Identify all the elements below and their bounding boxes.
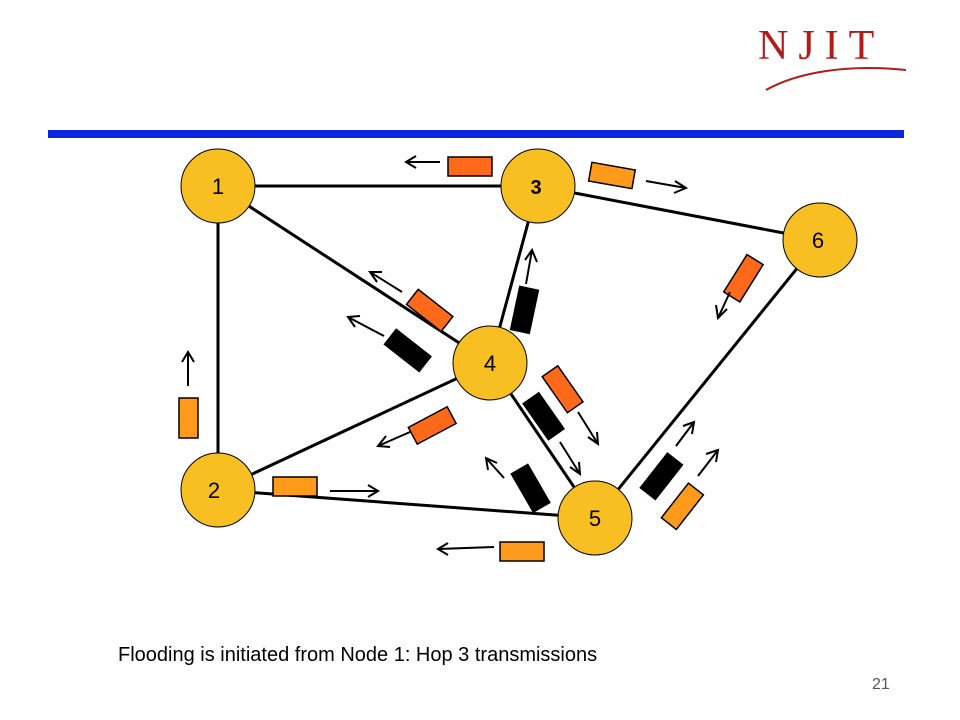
njit-logo: NJIT xyxy=(758,20,908,92)
node-1[interactable]: 1 xyxy=(180,148,256,224)
node-label-6: 6 xyxy=(812,228,824,253)
node-label-3: 3 xyxy=(530,177,541,199)
packet-2-to-5 xyxy=(272,476,318,497)
packet-4-to-1-black xyxy=(383,328,432,373)
arrow-icon xyxy=(368,271,403,293)
arrow-icon xyxy=(715,291,731,321)
arrow-icon xyxy=(330,484,380,498)
arrow-icon xyxy=(376,431,411,448)
packet-4-to-2 xyxy=(407,405,458,446)
packet-4-to-3 xyxy=(509,285,540,335)
arrow-icon xyxy=(675,420,696,447)
arrow-icon xyxy=(697,448,720,477)
packet-3-to-1 xyxy=(447,156,493,177)
packet-4-to-1-orange xyxy=(405,288,454,333)
arrow-icon xyxy=(484,456,505,479)
node-3[interactable]: 3 xyxy=(500,148,576,224)
arrow-icon xyxy=(181,350,195,386)
link-3-6 xyxy=(537,184,821,242)
packet-5-to-6-orange xyxy=(660,482,705,531)
node-label-1: 1 xyxy=(212,174,224,199)
node-4[interactable]: 4 xyxy=(452,325,528,401)
node-label-4: 4 xyxy=(484,351,496,376)
link-2-4 xyxy=(217,361,491,492)
arrow-icon xyxy=(645,180,689,194)
slide-caption: Flooding is initiated from Node 1: Hop 3… xyxy=(118,644,598,666)
packet-5-to-2 xyxy=(499,541,545,562)
logo-swoosh-icon xyxy=(765,67,907,91)
page-number: 21 xyxy=(872,676,890,693)
links xyxy=(216,184,822,520)
arrow-icon xyxy=(346,315,385,337)
node-5[interactable]: 5 xyxy=(557,480,633,556)
arrow-icon xyxy=(404,155,440,169)
arrow-icon xyxy=(559,441,582,477)
packet-4-to-5-black xyxy=(522,391,566,441)
title-rule xyxy=(48,130,904,138)
node-2[interactable]: 2 xyxy=(180,452,256,528)
arrow-icon xyxy=(577,411,600,447)
packet-5-to-4 xyxy=(510,463,551,514)
nodes: 1 2 3 4 5 6 xyxy=(180,148,858,556)
packet-3-to-6 xyxy=(587,161,637,190)
arrow-icon xyxy=(436,542,495,556)
link-1-4 xyxy=(217,184,491,365)
packet-4-to-5-orange xyxy=(541,364,585,414)
packet-5-to-6-black xyxy=(639,452,684,501)
packet-6-to-5 xyxy=(722,253,765,303)
logo-text: NJIT xyxy=(758,23,885,69)
node-6[interactable]: 6 xyxy=(782,202,858,278)
node-label-5: 5 xyxy=(589,506,601,531)
node-label-2: 2 xyxy=(208,478,220,503)
direction-arrows xyxy=(181,155,731,556)
packets xyxy=(178,156,765,562)
packet-2-to-1 xyxy=(178,397,199,439)
arrow-icon xyxy=(524,247,538,285)
link-5-6 xyxy=(593,239,822,519)
